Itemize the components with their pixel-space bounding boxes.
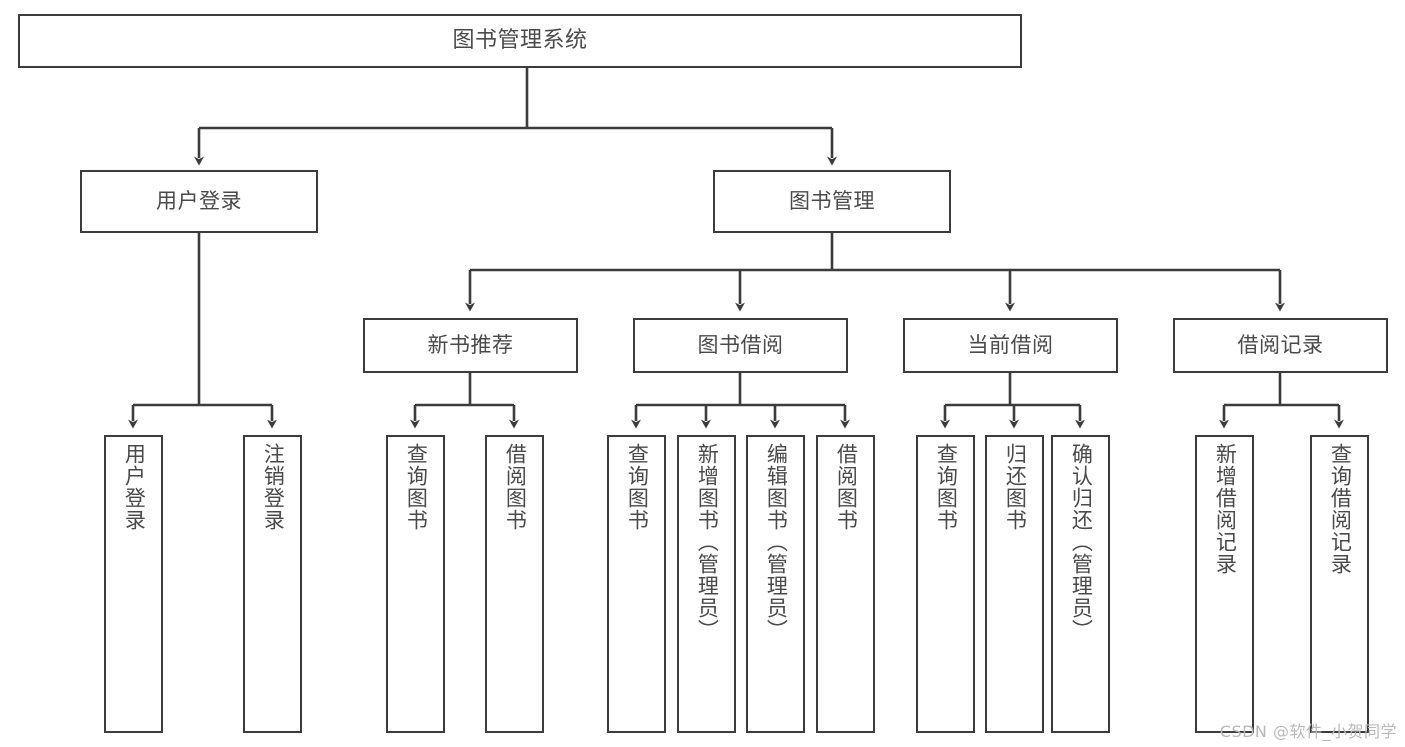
node-label: 用户登录: [156, 189, 242, 214]
watermark-text: CSDN @软件_小贺同学: [1219, 722, 1397, 741]
node-leaf-add-book[interactable]: 新增图书（管理员）: [677, 435, 736, 733]
edge-book-borrow-to-leaves: [631, 373, 850, 429]
node-label: 用户登录: [122, 443, 147, 531]
node-label: 借阅记录: [1237, 333, 1324, 358]
node-label: 查询图书: [404, 443, 429, 531]
node-leaf-borrow-book-1[interactable]: 借阅图书: [485, 435, 544, 733]
node-leaf-query-record[interactable]: 查询借阅记录: [1310, 435, 1369, 733]
node-user-login[interactable]: 用户登录: [80, 170, 318, 233]
node-label: 借阅图书: [834, 443, 859, 531]
edge-new-book-recommend-to-leaves: [410, 373, 519, 429]
node-label: 图书管理系统: [452, 28, 588, 54]
edge-root-to-level1: [194, 68, 837, 166]
node-label: 借阅图书: [503, 443, 528, 531]
node-label: 查询图书: [934, 443, 959, 531]
node-label: 编辑图书（管理员）: [764, 443, 789, 641]
node-leaf-add-record[interactable]: 新增借阅记录: [1195, 435, 1254, 733]
node-leaf-return-book[interactable]: 归还图书: [985, 435, 1044, 733]
node-label: 图书管理: [789, 189, 875, 214]
node-leaf-query-book-3[interactable]: 查询图书: [916, 435, 975, 733]
node-label: 新书推荐: [427, 333, 514, 358]
node-book-borrow[interactable]: 图书借阅: [633, 318, 848, 373]
edge-current-borrow-to-leaves: [940, 373, 1085, 429]
node-leaf-query-book-2[interactable]: 查询图书: [607, 435, 666, 733]
node-root-system[interactable]: 图书管理系统: [18, 14, 1022, 68]
node-leaf-query-book-1[interactable]: 查询图书: [386, 435, 445, 733]
node-label: 确认归还（管理员）: [1069, 443, 1094, 641]
node-label: 图书借阅: [697, 333, 784, 358]
node-leaf-edit-book[interactable]: 编辑图书（管理员）: [746, 435, 805, 733]
node-leaf-user-login[interactable]: 用户登录: [104, 435, 163, 733]
edge-user-login-to-leaves: [128, 233, 277, 429]
node-label: 新增借阅记录: [1213, 443, 1238, 575]
node-label: 查询借阅记录: [1328, 443, 1353, 575]
node-leaf-borrow-book-2[interactable]: 借阅图书: [816, 435, 875, 733]
node-new-book-recommend[interactable]: 新书推荐: [363, 318, 578, 373]
node-label: 当前借阅: [967, 333, 1054, 358]
edge-book-manage-to-level2: [465, 233, 1285, 312]
node-borrow-record[interactable]: 借阅记录: [1173, 318, 1388, 373]
edge-borrow-record-to-leaves: [1219, 373, 1344, 429]
node-book-manage[interactable]: 图书管理: [713, 170, 951, 233]
node-label: 新增图书（管理员）: [695, 443, 720, 641]
node-current-borrow[interactable]: 当前借阅: [903, 318, 1118, 373]
node-label: 归还图书: [1003, 443, 1028, 531]
node-leaf-logout[interactable]: 注销登录: [243, 435, 302, 733]
node-label: 注销登录: [261, 443, 286, 531]
node-leaf-confirm-return[interactable]: 确认归还（管理员）: [1051, 435, 1110, 733]
node-label: 查询图书: [625, 443, 650, 531]
